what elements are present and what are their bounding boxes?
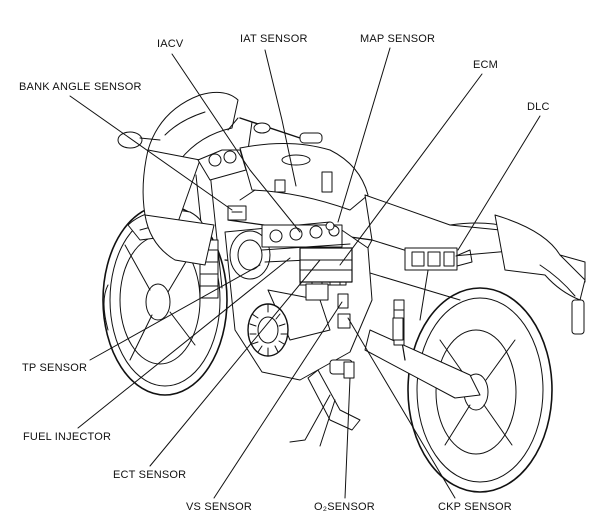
label-ckp-sensor: CKP SENSOR bbox=[438, 501, 512, 513]
leader-lines bbox=[69, 47, 541, 499]
label-iacv: IACV bbox=[157, 38, 184, 50]
fuel-tank bbox=[239, 143, 369, 211]
label-o2-sensor: O₂SENSOR bbox=[314, 501, 375, 513]
label-tp-sensor: TP SENSOR bbox=[22, 362, 88, 374]
label-ecm: ECM bbox=[473, 59, 499, 71]
rear-wheel bbox=[407, 287, 553, 493]
label-fuel-injector: FUEL INJECTOR bbox=[23, 431, 112, 443]
engine bbox=[224, 221, 373, 381]
front-fairing bbox=[117, 91, 239, 266]
sensor-parts bbox=[274, 171, 404, 379]
label-iat-sensor: IAT SENSOR bbox=[240, 33, 308, 45]
label-dlc: DLC bbox=[527, 101, 550, 113]
swingarm bbox=[364, 299, 481, 399]
label-vs-sensor: VS SENSOR bbox=[186, 501, 252, 513]
stator bbox=[247, 303, 289, 357]
bank-angle-sensor-part bbox=[227, 205, 247, 221]
label-ect-sensor: ECT SENSOR bbox=[113, 469, 187, 481]
ecm-unit bbox=[299, 247, 353, 301]
label-map-sensor: MAP SENSOR bbox=[360, 33, 436, 45]
label-bank-angle-sensor: BANK ANGLE SENSOR bbox=[19, 81, 142, 93]
dlc-cluster bbox=[404, 247, 473, 271]
tail-section bbox=[494, 214, 586, 335]
